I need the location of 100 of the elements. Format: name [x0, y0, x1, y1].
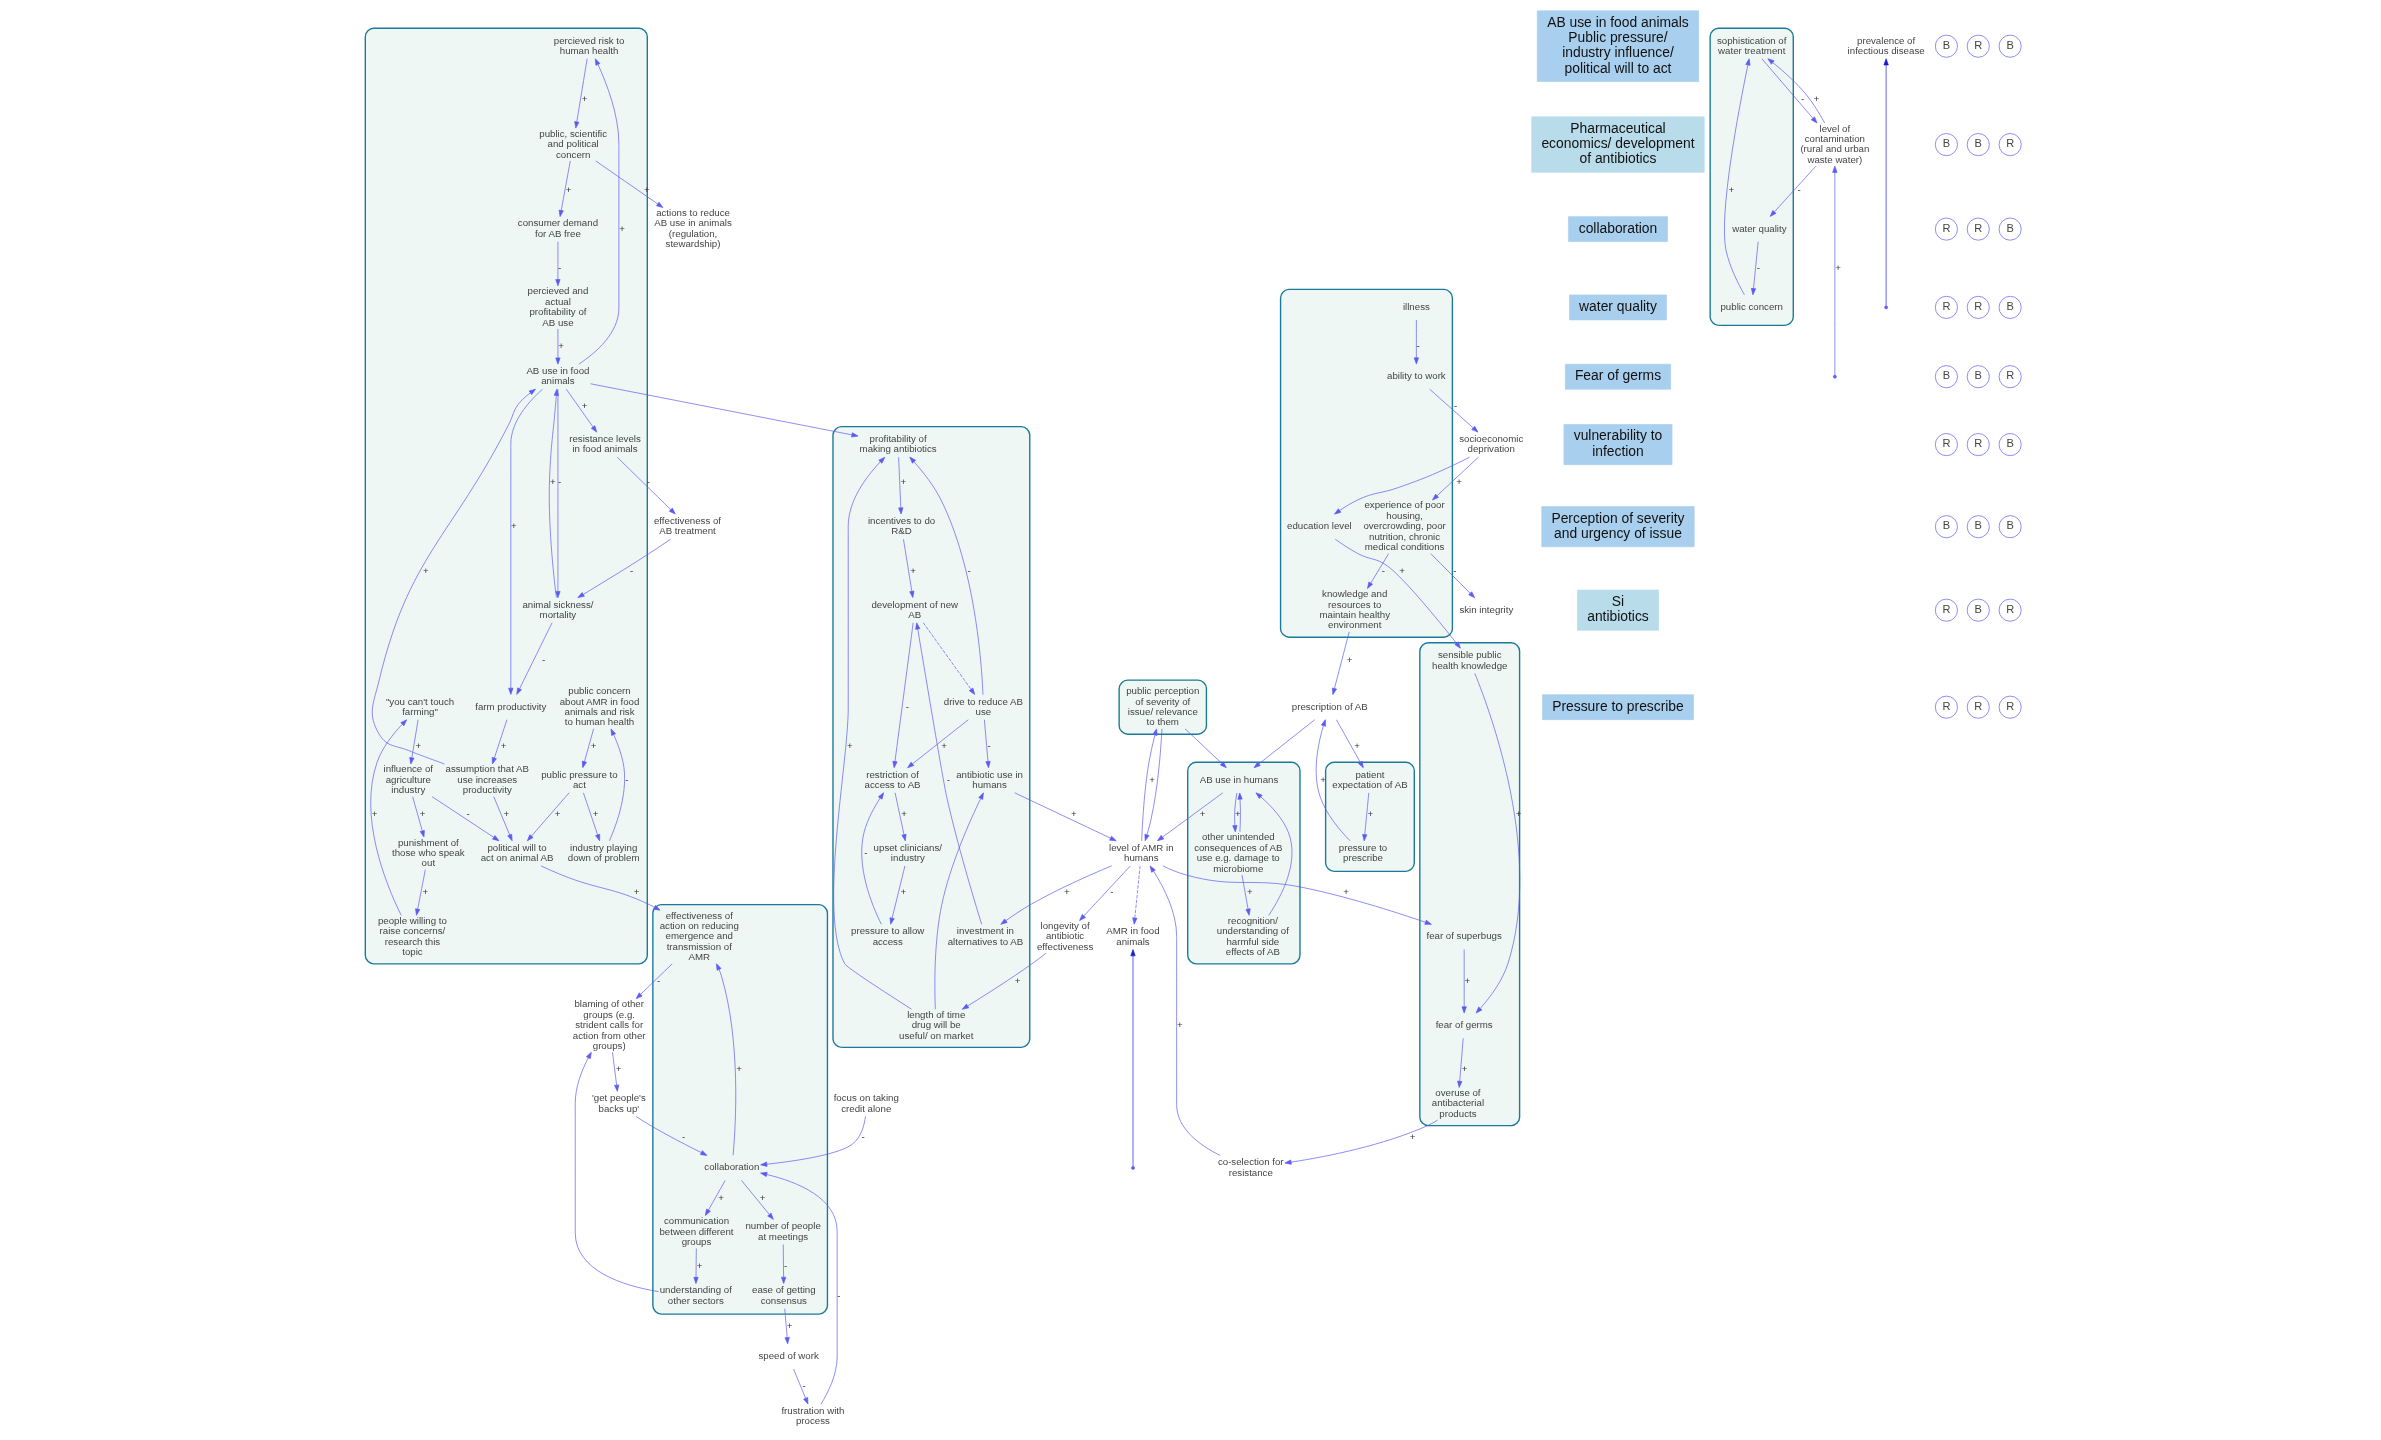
label: B: [1942, 38, 1951, 51]
node-text: collaboration: [704, 1161, 760, 1173]
edge-label: -: [1797, 183, 1801, 195]
edge-label: -: [946, 773, 950, 785]
node-text: public perception of severity of issue/ relevance to them: [1126, 685, 1200, 728]
node-text: public concern about AMR in food animals and risk to human health: [559, 685, 640, 728]
edge-label: +: [696, 1259, 703, 1271]
label: B: [1974, 137, 1982, 150]
label: B: [1942, 137, 1951, 150]
label: B: [2006, 221, 2014, 234]
edge-label: +: [511, 520, 517, 532]
edge-label: +: [900, 886, 907, 898]
label: B: [1974, 369, 1982, 382]
node-text: knowledge and resources to maintain healthy environment: [1319, 588, 1390, 631]
node-text: focus on taking credit alone: [833, 1092, 899, 1114]
edge-label: +: [590, 739, 597, 751]
edge-label: +: [1354, 739, 1360, 751]
node-text: percieved and actual profitability of AB use: [527, 285, 589, 328]
node-text: "you can't touch farming": [385, 695, 455, 717]
node-text: experience of poor housing, overcrowding, poor nutrition, chronic medical conditions: [1363, 499, 1446, 553]
node-text: other unintended consequences of AB use e.g. damage to microbiome: [1194, 831, 1283, 874]
edge-label: -: [657, 974, 661, 986]
node-text: incentives to do R&D: [867, 515, 936, 537]
edge-label: +: [901, 807, 907, 819]
edge-label: -: [466, 807, 470, 819]
edge-label: +: [1235, 807, 1241, 819]
edge-label: -: [861, 1131, 865, 1143]
node-text: investment in alternatives to AB: [947, 925, 1024, 947]
edge-label: -: [987, 739, 991, 751]
node-text: fear of germs: [1435, 1019, 1493, 1031]
label: R: [2006, 369, 2015, 382]
edge-label: -: [682, 1131, 686, 1143]
edge-label: -: [630, 564, 634, 576]
edge-label: +: [1728, 183, 1735, 195]
edge-label: +: [371, 807, 378, 819]
label: R: [2006, 699, 2015, 712]
label: R: [1974, 699, 1983, 712]
edge-label: +: [1246, 886, 1253, 898]
label: R: [1942, 221, 1951, 234]
node-text: pressure to allow access: [851, 925, 925, 947]
edge-label: +: [1399, 564, 1405, 576]
edge-label: +: [500, 739, 507, 751]
edge-label: +: [1320, 773, 1327, 785]
node-text: sensible public health knowledge: [1432, 649, 1508, 671]
node-text: restriction of access to AB: [864, 768, 921, 791]
node-text: consumer demand for AB free: [517, 217, 599, 239]
edge-label: +: [910, 564, 916, 576]
node-text: blaming of other groups (e.g. strident calls for action from other groups): [572, 998, 646, 1051]
label: B: [2006, 300, 2014, 313]
node-text: farm productivity: [475, 700, 547, 712]
node-text: number of people at meetings: [745, 1220, 821, 1242]
node-text: development of new AB: [871, 598, 959, 620]
edge-label: -: [864, 846, 868, 858]
node-text: influence of agriculture industry: [383, 763, 434, 796]
node-text: industry playing down of problem: [567, 841, 640, 864]
node-text: recognition/ understanding of harmful side effects of AB: [1216, 914, 1289, 958]
node-text: patient expectation of AB: [1332, 768, 1408, 791]
edge-label: -: [837, 1289, 841, 1301]
edge-label: +: [1343, 886, 1349, 898]
node-text: length of time drug will be useful/ on market: [899, 1008, 974, 1041]
label: B: [1974, 519, 1982, 532]
edge-label: -: [646, 475, 650, 487]
node-text: illness: [1402, 300, 1430, 312]
edge-label: +: [718, 1191, 724, 1203]
node-text: fear of superbugs: [1426, 930, 1502, 942]
edge-label: -: [558, 475, 562, 487]
node-text: punishment of those who speak out: [392, 836, 465, 869]
label: R: [1974, 221, 1983, 234]
node-text: AB use in food animals: [526, 365, 590, 387]
node-text: longevity of antibiotic effectiveness: [1036, 920, 1094, 952]
edge-label: -: [625, 773, 629, 785]
node-text: AMR in food animals: [1106, 925, 1160, 947]
label: B: [1942, 369, 1951, 382]
label: R: [1942, 437, 1951, 450]
edge-label: +: [419, 807, 426, 819]
label: B: [2006, 437, 2014, 450]
edge-label: +: [1367, 807, 1374, 819]
node-text: AB use in humans: [1199, 773, 1279, 785]
label: R: [2006, 137, 2015, 150]
edge-label: +: [1409, 1131, 1416, 1143]
edge-label: -: [905, 700, 910, 712]
edge-label: -: [783, 1259, 788, 1271]
node-text: public pressure to act: [541, 768, 618, 791]
edge-label: +: [1014, 974, 1021, 986]
edge-label: +: [619, 222, 625, 234]
edge-label: +: [554, 807, 561, 819]
edge-label: +: [581, 400, 588, 412]
edge-label: -: [1801, 92, 1805, 104]
edge-label: +: [1464, 974, 1471, 986]
edge-label: +: [786, 1319, 793, 1331]
label: B: [1974, 602, 1982, 615]
node-text: resistance levels in food animals: [569, 432, 641, 455]
node-text: 'get people's backs up': [592, 1092, 646, 1114]
edge-label: -: [1453, 564, 1457, 576]
node-text: upset clinicians/ industry: [873, 841, 943, 864]
label: R: [1942, 699, 1951, 712]
label: R: [1942, 300, 1951, 313]
edge-label: +: [1199, 807, 1206, 819]
label: R: [1974, 437, 1983, 450]
node-text: education level: [1287, 520, 1352, 532]
